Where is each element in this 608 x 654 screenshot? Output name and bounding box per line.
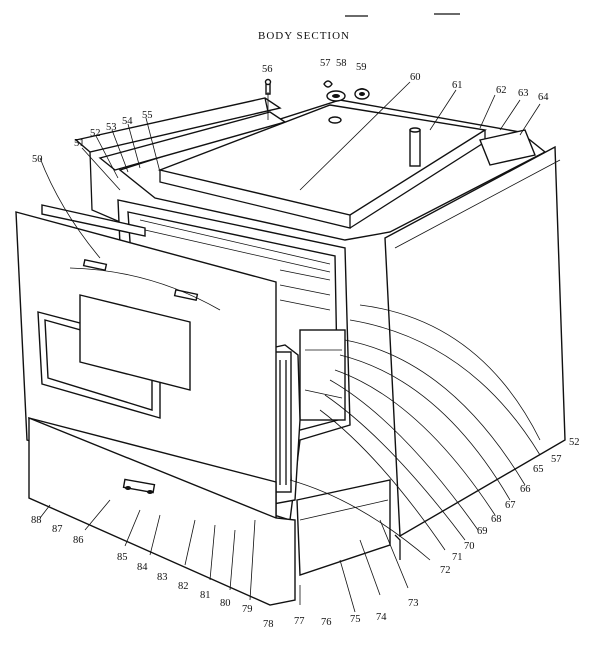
part-label: 63 [518,88,529,99]
leader-lines [39,81,541,613]
part-label: 88 [31,515,42,526]
part-label: 51 [74,138,85,149]
part-label: 81 [200,590,211,601]
part-label: 71 [452,552,463,563]
part-label: 75 [350,614,361,625]
part-label: 50 [32,154,43,165]
lower-drawer-panel [28,416,296,606]
part-label: 52 [90,128,101,139]
part-label: 87 [52,524,63,535]
part-label: 52 [569,437,580,448]
part-label: 66 [520,484,531,495]
part-label: 67 [505,500,516,511]
part-label: 56 [262,64,273,75]
part-label: 69 [477,526,488,537]
part-label: 53 [106,122,117,133]
part-labels: 50 51 52 53 54 55 56 57 58 59 60 61 62 6… [31,58,580,630]
part-label: 83 [157,572,168,583]
part-label: 82 [178,581,189,592]
part-label: 84 [137,562,148,573]
part-label: 70 [464,541,475,552]
part-label: 76 [321,617,332,628]
part-label: 65 [533,464,544,475]
part-label: 73 [408,598,419,609]
part-label: 64 [538,92,549,103]
top-hardware [264,78,370,124]
diagram-title: BODY SECTION [258,30,350,42]
part-label: 61 [452,80,463,91]
part-label: 72 [440,565,451,576]
part-label: 77 [294,616,305,627]
part-label: 59 [356,62,367,73]
part-label: 78 [263,619,274,630]
part-label: 62 [496,85,507,96]
part-label: 55 [142,110,153,121]
part-label: 54 [122,116,133,127]
part-label: 57 [551,454,562,465]
part-label: 86 [73,535,84,546]
part-label: 74 [376,612,387,623]
part-label: 79 [242,604,253,615]
part-label: 58 [336,58,347,69]
part-label: 68 [491,514,502,525]
part-label: 80 [220,598,231,609]
part-label: 85 [117,552,128,563]
part-label: 57 [320,58,331,69]
part-label: 60 [410,72,421,83]
